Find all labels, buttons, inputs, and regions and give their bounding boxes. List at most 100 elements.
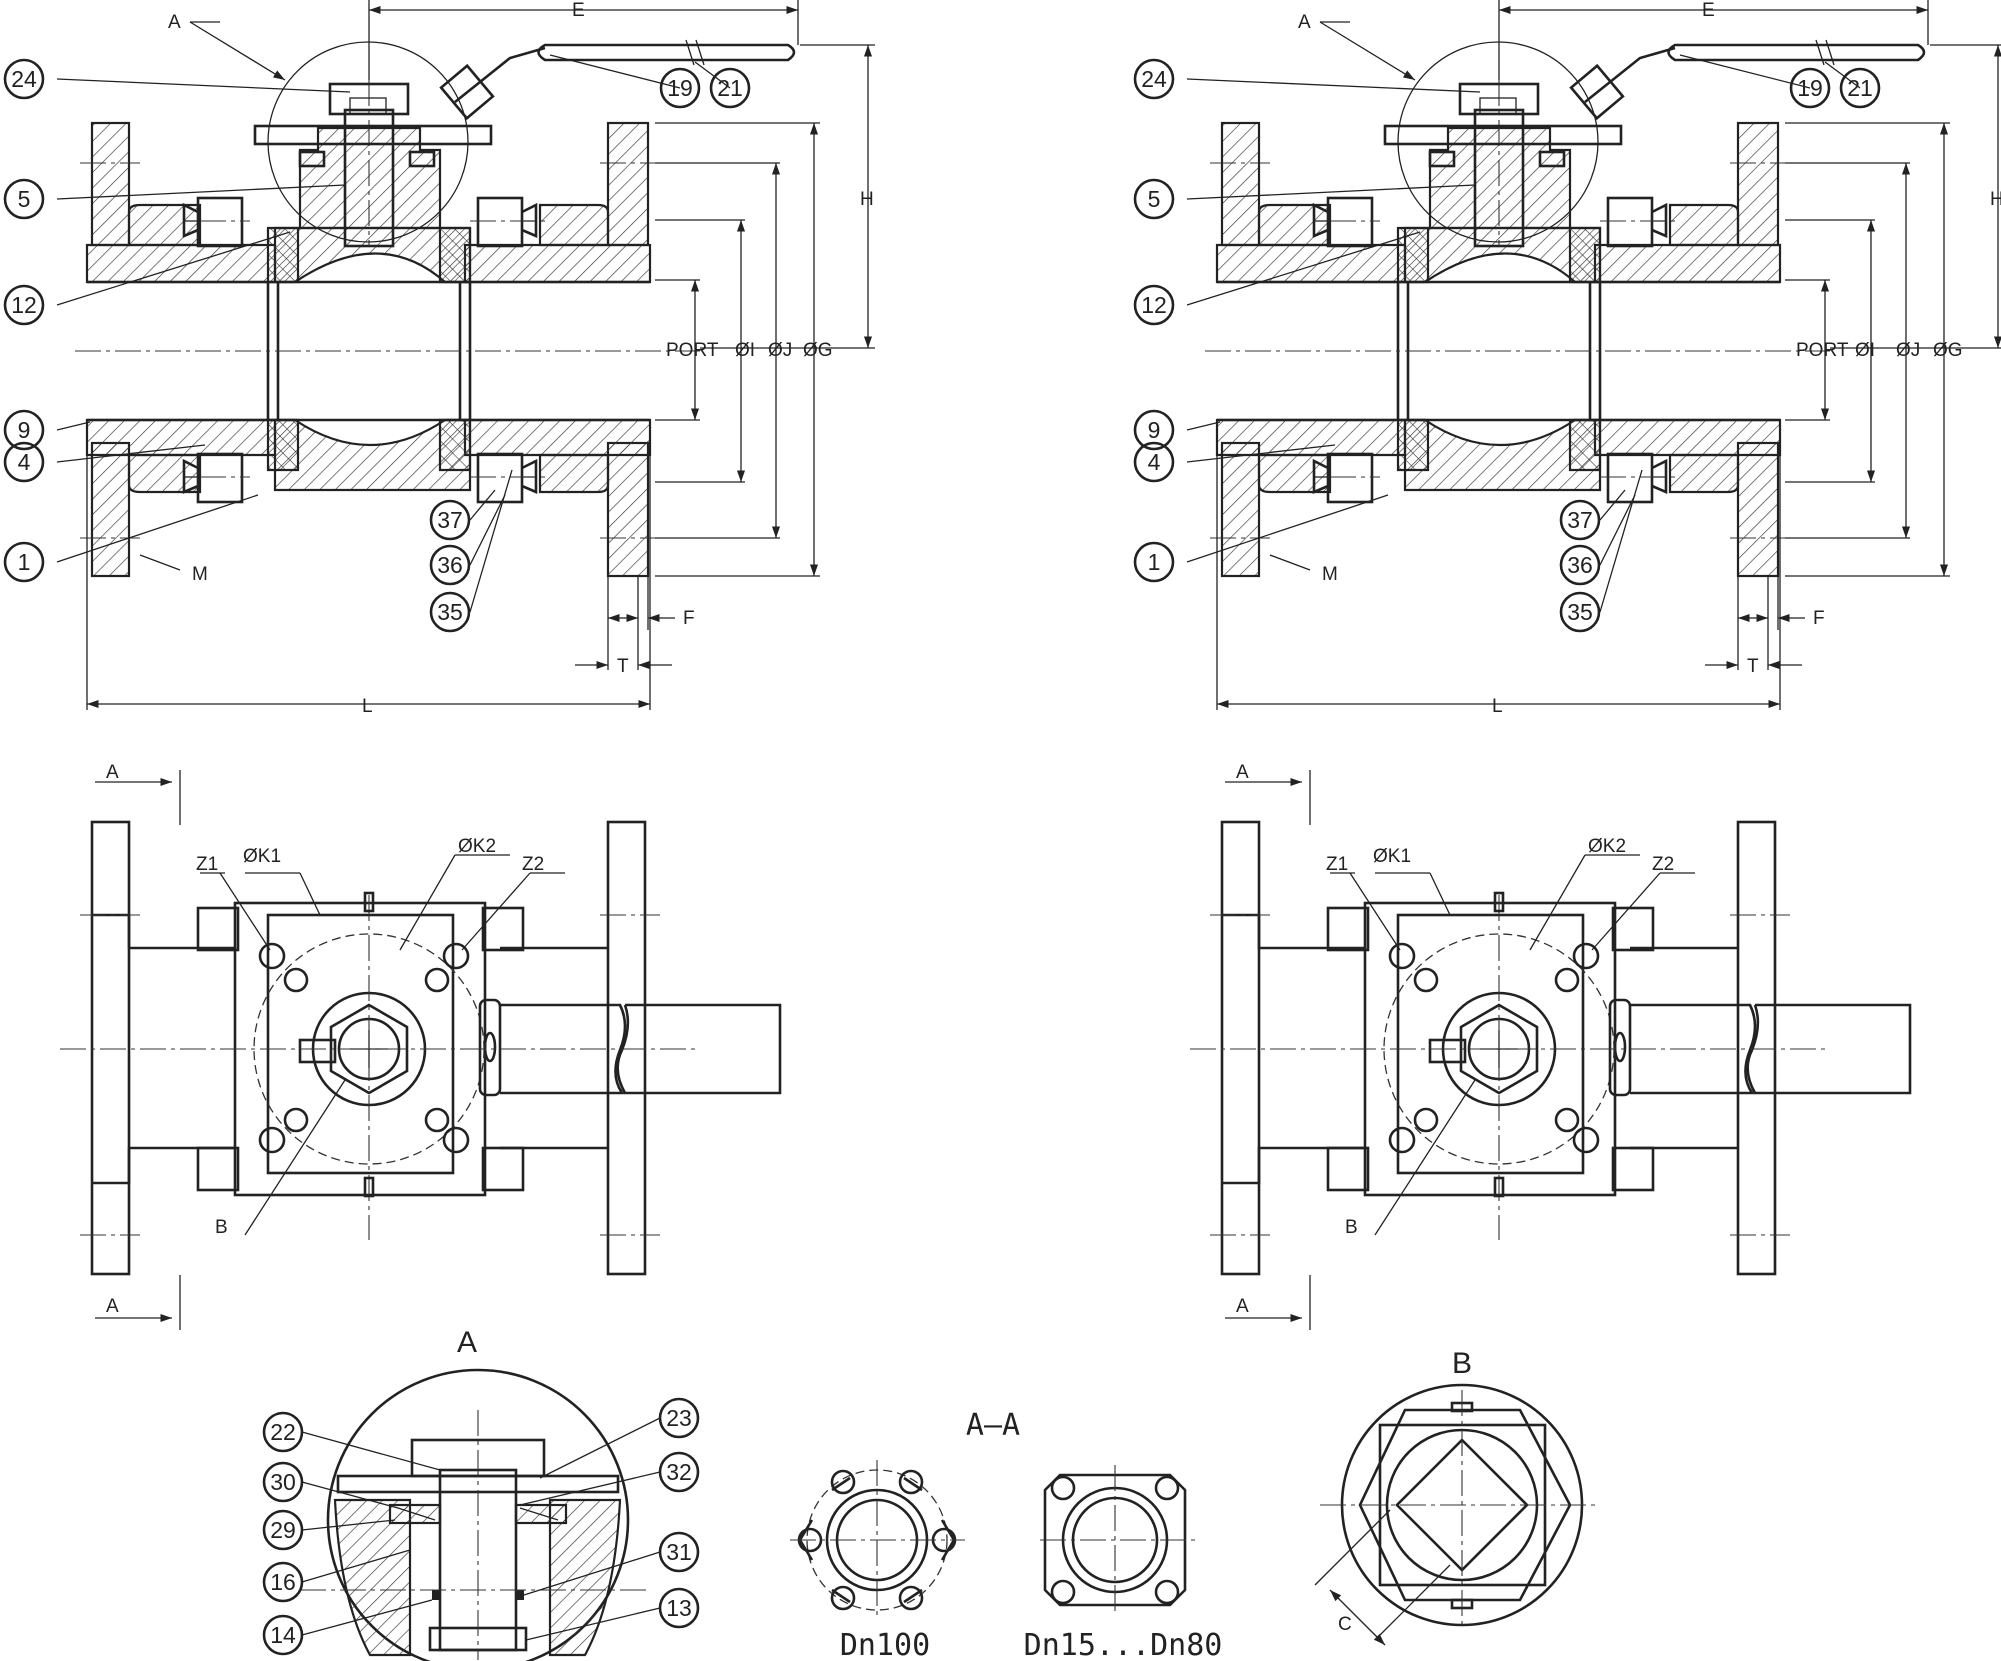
balloon-5-right-text: 5: [1148, 186, 1161, 212]
label-ok1-right: ØK1: [1373, 846, 1411, 867]
balloon-1-right-text: 1: [1148, 549, 1161, 575]
balloon-4-left: 4: [3, 441, 45, 483]
label-section-a-top-right: A: [1236, 762, 1249, 783]
balloon-24-right-text: 24: [1141, 66, 1167, 92]
balloon-36-left-text: 36: [437, 552, 463, 578]
dn100-caption: Dn100: [840, 1628, 930, 1661]
balloon-35-left-text: 35: [437, 599, 463, 625]
label-ok1-left: ØK1: [243, 846, 281, 867]
label-t-right: T: [1747, 656, 1759, 677]
balloon-19-left-text: 19: [667, 75, 693, 101]
balloon-1-left-text: 1: [18, 549, 31, 575]
label-port-right: PORT: [1796, 340, 1849, 361]
label-section-a-bottom-right: A: [1236, 1296, 1249, 1317]
label-oj-right: ØJ: [1896, 340, 1920, 361]
label-l-right: L: [1492, 696, 1503, 717]
label-z1-right: Z1: [1326, 854, 1348, 875]
label-oi-left: ØI: [735, 340, 755, 361]
dn15-80-caption: Dn15...Dn80: [1024, 1628, 1223, 1661]
label-z1-left: Z1: [196, 854, 218, 875]
balloon-32: 32: [658, 1451, 700, 1493]
balloon-37-right-text: 37: [1567, 507, 1593, 533]
balloon-37-right: 37: [1559, 499, 1601, 541]
section-view-a-a: A–A Dn100 Dn15...Dn80: [790, 1408, 1222, 1661]
balloon-4-right-text: 4: [1148, 449, 1161, 475]
top-view-right: [1190, 770, 1910, 1330]
balloon-35-left: 35: [429, 591, 471, 633]
label-e-right: E: [1702, 0, 1715, 21]
detail-view-a: A: [300, 1326, 661, 1661]
balloon-36-right: 36: [1559, 544, 1601, 586]
label-m-left: M: [192, 564, 208, 585]
balloon-35-right: 35: [1559, 591, 1601, 633]
balloon-31-text: 31: [666, 1539, 692, 1565]
detail-b-title: B: [1452, 1347, 1472, 1380]
balloon-9-right: 9: [1133, 409, 1175, 451]
label-port-left: PORT: [666, 340, 719, 361]
balloon-22: 22: [262, 1411, 304, 1453]
balloon-1-right: 1: [1133, 541, 1175, 583]
balloon-35-right-text: 35: [1567, 599, 1593, 625]
label-m-right: M: [1322, 564, 1338, 585]
balloon-9-left: 9: [3, 409, 45, 451]
balloon-12-left: 12: [3, 284, 45, 326]
balloon-30: 30: [262, 1461, 304, 1503]
label-og-left: ØG: [803, 340, 833, 361]
balloon-29-text: 29: [270, 1517, 296, 1543]
label-ok2-right: ØK2: [1588, 836, 1626, 857]
balloon-36-right-text: 36: [1567, 552, 1593, 578]
balloon-4-right: 4: [1133, 441, 1175, 483]
balloon-22-text: 22: [270, 1419, 296, 1445]
label-og-right: ØG: [1933, 340, 1963, 361]
balloon-30-text: 30: [270, 1469, 296, 1495]
balloon-37-left-text: 37: [437, 507, 463, 533]
detail-a-balloons: 22 30 29 16 14 23 32 31 13: [262, 1397, 700, 1656]
label-z2-right: Z2: [1652, 854, 1674, 875]
label-t-left: T: [617, 656, 629, 677]
balloon-37-left: 37: [429, 499, 471, 541]
balloon-5-right: 5: [1133, 178, 1175, 220]
balloon-4-left-text: 4: [18, 449, 31, 475]
balloon-16: 16: [262, 1561, 304, 1603]
balloon-13: 13: [658, 1587, 700, 1629]
balloon-31: 31: [658, 1531, 700, 1573]
balloon-36-left: 36: [429, 544, 471, 586]
label-section-a-top-left: A: [106, 762, 119, 783]
balloon-21-right-text: 21: [1847, 75, 1873, 101]
balloon-16-text: 16: [270, 1569, 296, 1595]
balloon-9-left-text: 9: [18, 417, 31, 443]
balloon-5-left-text: 5: [18, 186, 31, 212]
front-section-view-right: [1187, 0, 2001, 710]
balloon-24-left: 24: [3, 58, 45, 100]
balloon-12-right-text: 12: [1141, 292, 1167, 318]
label-ok2-left: ØK2: [458, 836, 496, 857]
balloon-13-text: 13: [666, 1595, 692, 1621]
balloon-9-right-text: 9: [1148, 417, 1161, 443]
label-section-a-bottom-left: A: [106, 1296, 119, 1317]
label-b-right: B: [1345, 1217, 1358, 1238]
label-h-left: H: [860, 189, 874, 210]
label-oi-right: ØI: [1855, 340, 1875, 361]
label-f-left: F: [683, 608, 695, 629]
balloon-labels: 24 5 12 9 4 1 19 21 37 36 35 24 5 12 9 4…: [3, 58, 1881, 633]
balloon-12-left-text: 12: [11, 292, 37, 318]
label-e-left: E: [572, 0, 585, 21]
label-h-right: H: [1990, 189, 2001, 210]
balloon-21-left: 21: [709, 67, 751, 109]
label-c: C: [1338, 1614, 1352, 1635]
detail-view-b: B C: [1314, 1347, 1600, 1646]
balloon-19-right-text: 19: [1797, 75, 1823, 101]
label-oj-left: ØJ: [768, 340, 792, 361]
balloon-5-left: 5: [3, 178, 45, 220]
label-l-left: L: [362, 696, 373, 717]
balloon-24-right: 24: [1133, 58, 1175, 100]
balloon-21-right: 21: [1839, 67, 1881, 109]
balloon-19-left: 19: [659, 67, 701, 109]
balloon-14-text: 14: [270, 1622, 296, 1648]
label-f-right: F: [1813, 608, 1825, 629]
balloon-23-text: 23: [666, 1405, 692, 1431]
balloon-24-left-text: 24: [11, 66, 37, 92]
balloon-21-left-text: 21: [717, 75, 743, 101]
label-z2-left: Z2: [522, 854, 544, 875]
